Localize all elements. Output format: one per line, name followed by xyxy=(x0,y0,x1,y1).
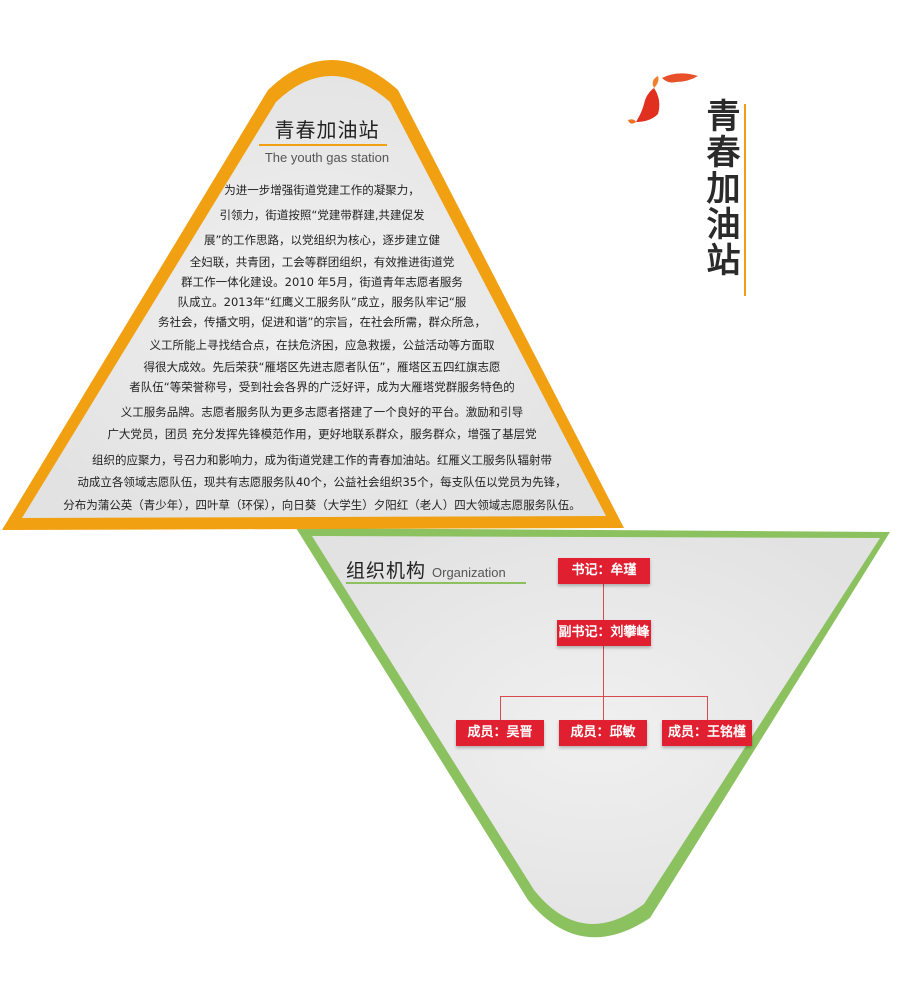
paragraph-line: 分布为蒲公英（青少年），四叶草（环保），向日葵（大学生）夕阳红（老人）四大领域志… xyxy=(63,498,581,512)
paragraph-line: 为进一步增强街道党建工作的凝聚力， xyxy=(224,183,420,197)
secretary-box: 书记：牟瑾 xyxy=(558,558,650,584)
deputy-secretary-box: 副书记：刘攀峰 xyxy=(557,620,651,646)
side-title-bar xyxy=(744,104,746,296)
paragraph-line: 义工所能上寻找结合点，在扶危济困，应急救援，公益活动等方面取 xyxy=(149,338,495,352)
station-title-rule xyxy=(259,144,387,146)
station-title: 青春加油站 xyxy=(274,118,380,142)
paragraph-line: 动成立各领域志愿队伍，现共有志愿服务队40个，公益社会组织35个，每支队伍以党员… xyxy=(77,475,567,489)
paragraph-line: 展”的工作思路，以党组织为核心，逐步建立健 xyxy=(204,233,440,247)
org-title-en: Organization xyxy=(432,565,506,580)
paragraph-line: 义工服务品牌。志愿者服务队为更多志愿者搭建了一个良好的平台。激励和引导 xyxy=(120,405,524,419)
connector-line xyxy=(603,696,604,720)
connector-line xyxy=(500,696,708,697)
org-title: 组织机构 Organization xyxy=(346,556,506,583)
connector-line xyxy=(603,584,604,620)
paragraph-line: 组织的应聚力，号召力和影响力，成为街道党建工作的青春加油站。红雁义工服务队辐射带 xyxy=(92,453,552,467)
paragraph-line: 队成立。2013年“红鹰义工服务队”成立，服务队牢记“服 xyxy=(177,295,467,309)
station-subtitle: The youth gas station xyxy=(264,150,390,165)
member-box: 成员：邱敏 xyxy=(559,720,647,746)
connector-line xyxy=(707,696,708,720)
org-title-text: 组织机构 xyxy=(346,560,427,582)
side-title: 青春加油站 xyxy=(700,98,740,278)
station-triangle-fill xyxy=(22,76,606,518)
goldfish-icon xyxy=(628,73,698,124)
paragraph-line: 引领力，街道按照“党建带群建,共建促发 xyxy=(219,208,425,222)
org-title-rule xyxy=(346,582,526,584)
connector-line xyxy=(500,696,501,720)
paragraph-line: 广大党员，团员 充分发挥先锋模范作用，更好地联系群众，服务群众，增强了基层党 xyxy=(107,427,537,441)
paragraph-line: 得很大成效。先后荣获“雁塔区先进志愿者队伍”，雁塔区五四红旗志愿 xyxy=(143,360,501,374)
member-box: 成员：吴晋 xyxy=(456,720,544,746)
paragraph-line: 者队伍“等荣誉称号，受到社会各界的广泛好评，成为大雁塔党群服务特色的 xyxy=(129,380,515,394)
paragraph-line: 全妇联，共青团，工会等群团组织，有效推进街道党 xyxy=(189,255,455,269)
connector-line xyxy=(603,646,604,696)
member-box: 成员：王铭槿 xyxy=(662,720,752,746)
paragraph-line: 务社会，传播文明，促进和谐”的宗旨，在社会所需，群众所急， xyxy=(158,315,486,329)
paragraph-line: 群工作一体化建设。2010 年5月，街道青年志愿者服务 xyxy=(181,275,463,289)
